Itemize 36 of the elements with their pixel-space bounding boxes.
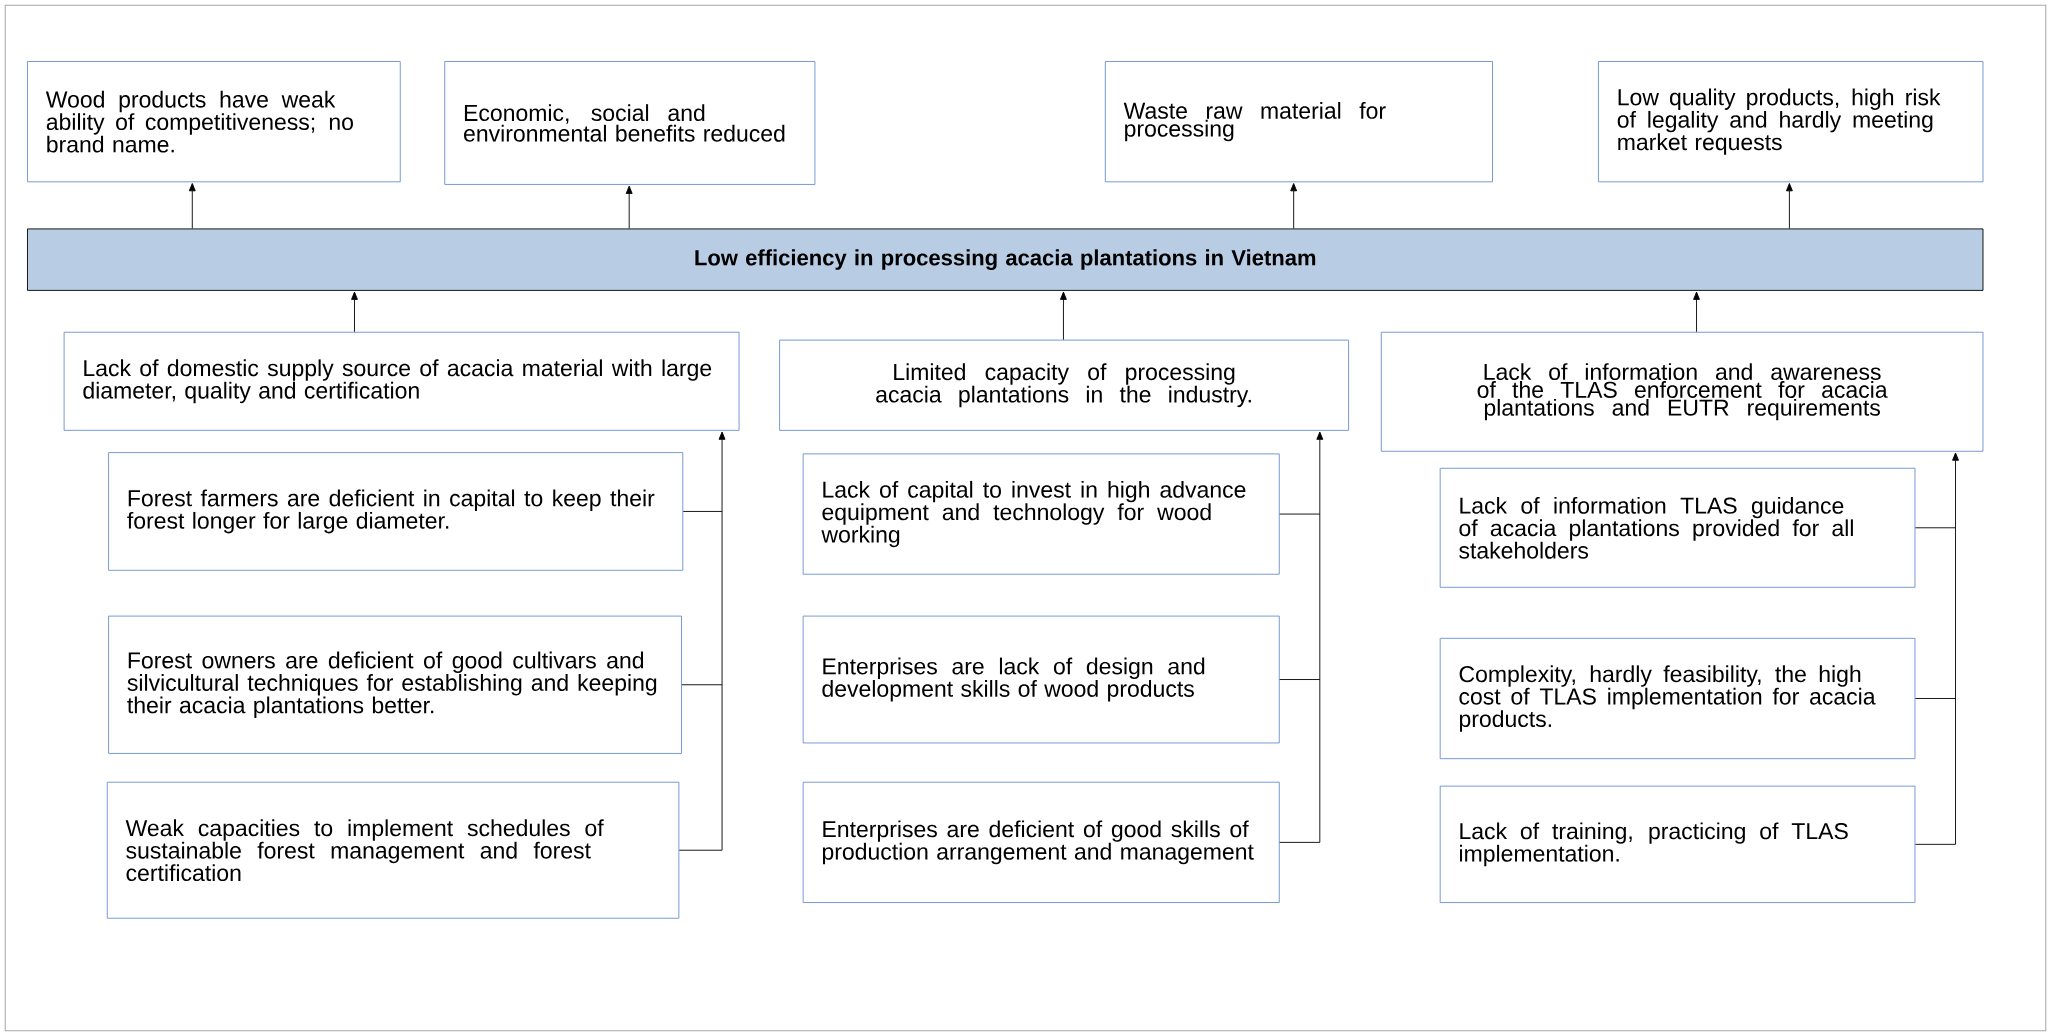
effect-box: Waste raw material for processing [1104, 61, 1493, 183]
connector-line [1279, 513, 1321, 515]
effect-box: Economic, social and environmental benefits reduced [444, 61, 816, 185]
sub-cause-box: Enterprises are lack of design and development skills of wood products [802, 615, 1280, 744]
connector-line [1279, 841, 1321, 843]
connector-line [1915, 843, 1956, 845]
connector-line [1279, 679, 1321, 680]
connector-line [1915, 527, 1956, 529]
arrow [625, 185, 633, 229]
cause-box: Lack of domestic supply source of acacia material with large diameter, quality and certification [63, 331, 740, 431]
connector-line [1915, 698, 1956, 699]
arrow [1060, 291, 1067, 341]
connector-line [682, 511, 723, 512]
arrow [1786, 183, 1793, 229]
cause-box: Limited capacity of processing acacia plantations in the industry. [779, 339, 1350, 431]
arrow [1952, 452, 1959, 845]
cause-box: Lack of information and awareness of the TLAS enforcement for acacia plantations and EUTR requirements [1380, 331, 1984, 452]
effect-box: Wood products have weak ability of competitiveness; no brand name. [27, 61, 401, 183]
sub-cause-box: Forest owners are deficient of good cultivars and silvicultural techniques for establishing and keeping their acacia plantations better. [108, 615, 682, 754]
arrow [188, 183, 196, 229]
connector-line [678, 849, 723, 851]
effect-box: Low quality products, high risk of legality and hardly meeting market requests [1598, 61, 1984, 183]
sub-cause-box: Weak capacities to implement schedules of sustainable forest management and forest certification [106, 781, 680, 919]
sub-cause-box: Lack of capital to invest in high advance equipment and technology for wood working [802, 453, 1280, 575]
core-problem-band: Low efficiency in processing acacia plantations in Vietnam [27, 228, 1984, 291]
arrow [1693, 291, 1700, 333]
arrow [1290, 183, 1298, 229]
arrow [351, 291, 358, 333]
arrow [718, 431, 726, 851]
sub-cause-box: Lack of information TLAS guidance of acacia plantations provided for all stakeholders [1439, 467, 1916, 588]
arrow [1316, 431, 1324, 843]
sub-cause-box: Lack of training, practicing of TLAS implementation. [1439, 785, 1916, 904]
sub-cause-box: Forest farmers are deficient in capital to keep their forest longer for large diameter. [108, 452, 684, 571]
connector-line [681, 684, 723, 686]
sub-cause-box: Enterprises are deficient of good skills of production arrangement and management [802, 781, 1280, 903]
sub-cause-box: Complexity, hardly feasibility, the high cost of TLAS implementation for acacia products. [1439, 637, 1916, 760]
